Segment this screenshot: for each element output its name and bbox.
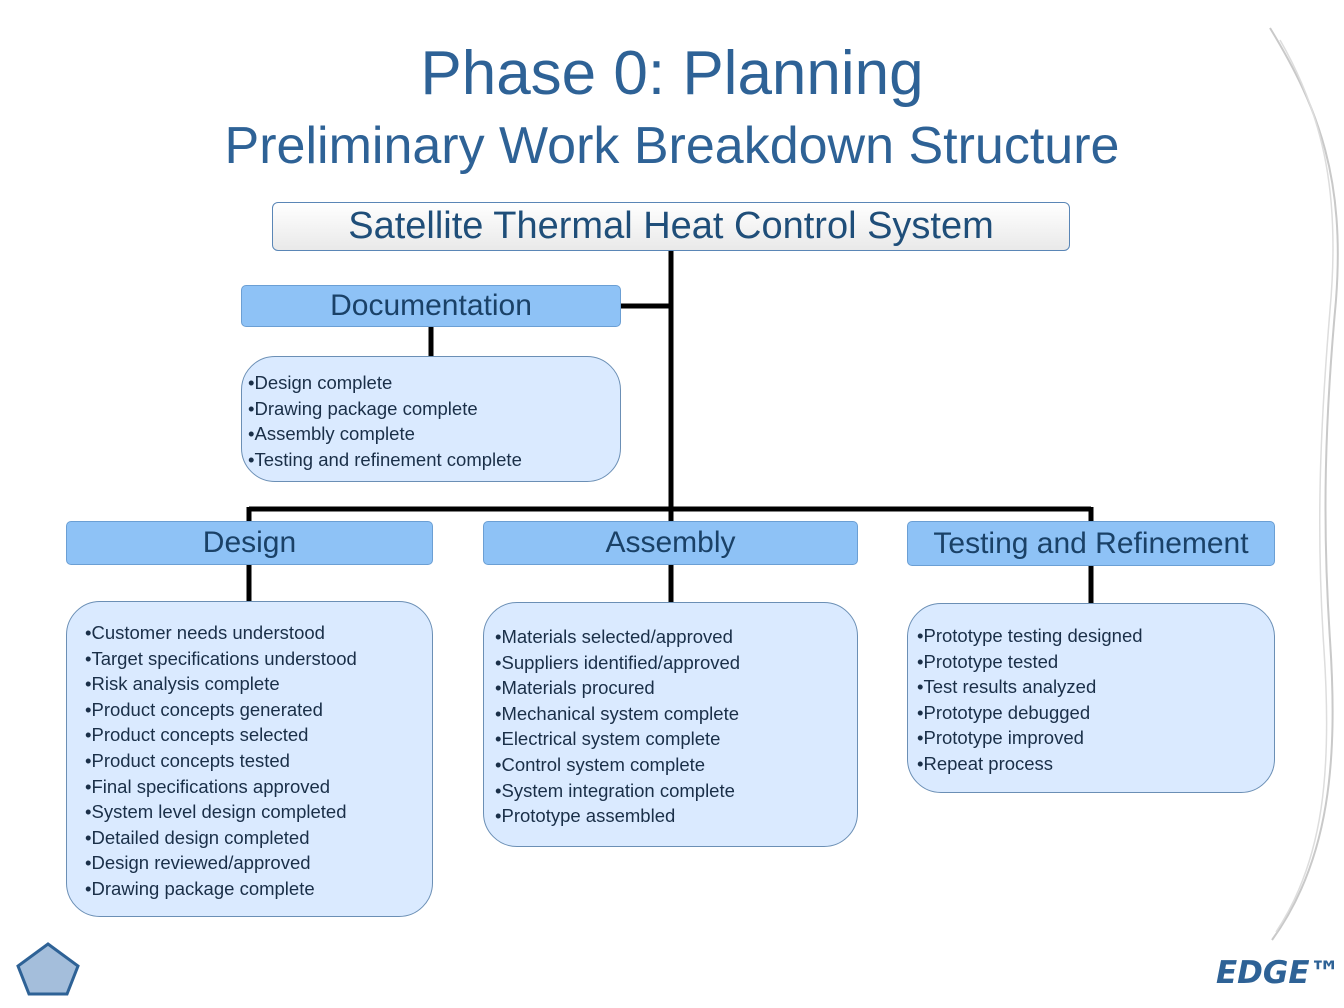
design-node-label: Design [202,526,297,559]
design-item-list: Customer needs understood Target specifi… [66,601,433,917]
list-item: Detailed design completed [85,825,432,851]
edge-logo: EDGE™ [1216,955,1341,991]
design-node: Design [66,521,433,565]
root-node: Satellite Thermal Heat Control System [272,202,1070,251]
root-node-label: Satellite Thermal Heat Control System [348,205,994,247]
testing-node-label: Testing and Refinement [933,526,1249,560]
list-item: Design reviewed/approved [85,850,432,876]
list-item: Prototype improved [917,725,1274,751]
list-item: Assembly complete [248,421,620,447]
documentation-node: Documentation [241,285,621,327]
list-item: System integration complete [495,778,857,804]
list-item: Risk analysis complete [85,671,432,697]
testing-item-list: Prototype testing designed Prototype tes… [907,603,1275,793]
page-title: Phase 0: Planning [420,39,924,108]
documentation-item-list: Design complete Drawing package complete… [241,356,621,482]
list-item: Testing and refinement complete [248,447,620,473]
list-item: Test results analyzed [917,674,1274,700]
list-item: Target specifications understood [85,646,432,672]
documentation-node-label: Documentation [330,289,532,322]
list-item: Customer needs understood [85,620,432,646]
list-item: Design complete [248,370,620,396]
list-item: Prototype tested [917,649,1274,675]
list-item: Product concepts tested [85,748,432,774]
assembly-item-list: Materials selected/approved Suppliers id… [483,602,858,847]
list-item: Repeat process [917,751,1274,777]
list-item: Prototype testing designed [917,623,1274,649]
assembly-node: Assembly [483,521,858,565]
list-item: System level design completed [85,799,432,825]
list-item: Drawing package complete [85,876,432,902]
decorative-border-curve-inner [1275,39,1334,933]
list-item: Drawing package complete [248,396,620,422]
decorative-border-curve [1269,27,1339,941]
testing-node: Testing and Refinement [907,521,1275,566]
list-item: Materials procured [495,675,857,701]
list-item: Materials selected/approved [495,624,857,650]
assembly-node-label: Assembly [605,526,736,559]
list-item: Prototype debugged [917,700,1274,726]
list-item: Suppliers identified/approved [495,650,857,676]
list-item: Electrical system complete [495,726,857,752]
list-item: Final specifications approved [85,774,432,800]
list-item: Prototype assembled [495,803,857,829]
list-item: Control system complete [495,752,857,778]
list-item: Product concepts selected [85,722,432,748]
list-item: Product concepts generated [85,697,432,723]
list-item: Mechanical system complete [495,701,857,727]
page-subtitle: Preliminary Work Breakdown Structure [224,117,1120,175]
pentagon-nav-icon[interactable] [16,942,80,996]
